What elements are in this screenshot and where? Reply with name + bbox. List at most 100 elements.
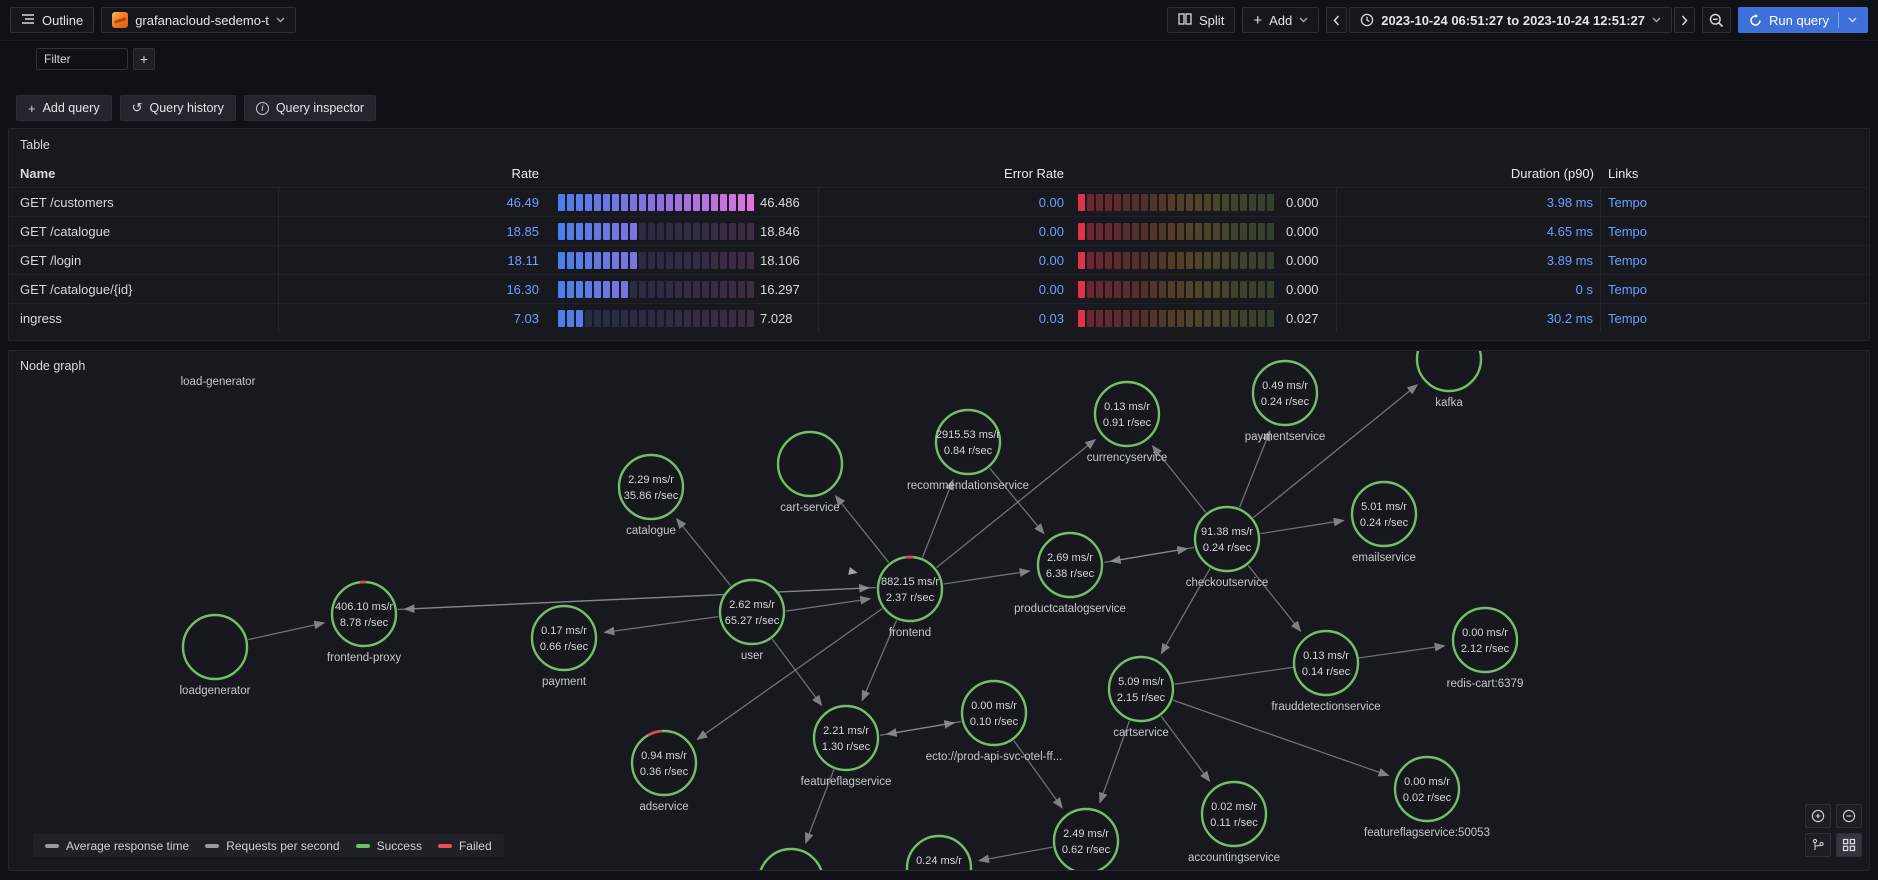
lcd-gauge xyxy=(1078,309,1274,327)
plus-icon: + xyxy=(28,100,36,116)
query-inspector-button[interactable]: i Query inspector xyxy=(243,95,377,121)
zoom-out-time-button[interactable] xyxy=(1702,7,1732,33)
graph-node-n249[interactable]: 2.49 ms/r0.62 r/sec xyxy=(1052,807,1120,870)
error-rate-value: 0.00 xyxy=(1038,281,1064,297)
node-stat-rate: 0.91 r/sec xyxy=(1103,417,1152,429)
node-label: frontend-proxy xyxy=(327,652,401,664)
col-header-error[interactable]: Error Rate xyxy=(1004,165,1064,181)
graph-node-cart-service[interactable]: cart-service xyxy=(776,430,844,514)
filter-input[interactable]: Filter xyxy=(36,48,128,70)
graph-node-recommendationservice[interactable]: 2915.53 ms/r0.84 r/secrecommendationserv… xyxy=(907,408,1029,492)
links-cell: Tempo xyxy=(1601,311,1869,326)
add-button[interactable]: + Add xyxy=(1242,7,1320,33)
graph-node-kafka[interactable]: kafka xyxy=(1415,351,1483,409)
outline-button[interactable]: Outline xyxy=(10,7,95,33)
add-filter-button[interactable]: + xyxy=(133,48,155,70)
sync-icon xyxy=(1750,13,1761,26)
node-graph-panel-title[interactable]: Node graph xyxy=(20,359,86,373)
failed-arc xyxy=(647,729,662,737)
time-range-group: 2023-10-24 06:51:27 to 2023-10-24 12:51:… xyxy=(1326,7,1696,33)
graph-node-loadgenerator[interactable]: loadgenerator xyxy=(180,613,251,697)
node-label: featureflagservice:50053 xyxy=(1364,827,1490,839)
rate-gauge xyxy=(546,193,754,211)
lcd-gauge xyxy=(558,251,754,269)
col-header-name[interactable]: Name xyxy=(20,165,56,181)
add-query-label: Add query xyxy=(42,101,100,115)
chevron-down-icon xyxy=(1848,17,1857,23)
top-toolbar: Outline grafanacloud-sedemo-t Split + Ad… xyxy=(0,0,1878,41)
legend-item: Success xyxy=(355,839,422,853)
node-label: featureflagservice xyxy=(801,776,892,788)
split-button[interactable]: Split xyxy=(1167,7,1236,33)
node-label: redis-cart:6379 xyxy=(1447,678,1524,690)
node-stat-response: 2.21 ms/r xyxy=(823,725,869,737)
tempo-link[interactable]: Tempo xyxy=(1608,281,1648,297)
time-forward-button[interactable] xyxy=(1674,7,1696,33)
edge-user-frontend xyxy=(786,595,872,612)
add-query-button[interactable]: + Add query xyxy=(16,95,112,121)
history-icon: ↺ xyxy=(131,100,143,115)
legend-label: Failed xyxy=(458,838,492,853)
links-cell: Tempo xyxy=(1601,253,1869,268)
graph-grid-button[interactable] xyxy=(1836,833,1862,857)
row-name: GET /login xyxy=(9,246,279,274)
graph-node-ecto://prod-api-svc-otel-ff...[interactable]: 0.00 ms/r0.10 r/sececto://prod-api-svc-o… xyxy=(926,679,1063,763)
graph-zoom-in-button[interactable] xyxy=(1805,804,1831,828)
duration-value: 3.89 ms xyxy=(1337,246,1601,274)
graph-node-featureflagservice:50053[interactable]: 0.00 ms/r0.02 r/secfeatureflagservice:50… xyxy=(1364,755,1490,839)
node-label-load-generator: load-generator xyxy=(181,376,256,388)
chevron-down-icon xyxy=(1299,17,1308,23)
graph-zoom-out-button[interactable] xyxy=(1836,804,1862,828)
graph-controls xyxy=(1805,804,1862,857)
datasource-picker[interactable]: grafanacloud-sedemo-t xyxy=(101,7,296,33)
query-history-button[interactable]: ↺ Query history xyxy=(119,95,236,121)
rate-gauge xyxy=(546,280,754,298)
tempo-link[interactable]: Tempo xyxy=(1608,252,1648,268)
time-range-picker[interactable]: 2023-10-24 06:51:27 to 2023-10-24 12:51:… xyxy=(1349,7,1673,33)
col-header-rate[interactable]: Rate xyxy=(511,165,539,181)
graph-node-partial[interactable] xyxy=(759,847,823,870)
duration-value: 0 s xyxy=(1337,275,1601,303)
edge-frontend-productcatalog xyxy=(943,568,1031,585)
table-panel: Table Name Rate Error Rate Duration (p90… xyxy=(8,128,1870,341)
col-header-duration[interactable]: Duration (p90) xyxy=(1510,165,1594,181)
tempo-link[interactable]: Tempo xyxy=(1608,310,1648,326)
col-header-links[interactable]: Links xyxy=(1608,165,1639,181)
node-stat-response: 0.00 ms/r xyxy=(1462,627,1508,639)
node-stat-rate: 6.38 r/sec xyxy=(1046,568,1095,580)
query-inspector-label: Query inspector xyxy=(275,101,365,115)
error-rate-value: 0.00 xyxy=(1038,223,1064,239)
tempo-link[interactable]: Tempo xyxy=(1608,194,1648,210)
chevron-down-icon xyxy=(276,17,285,23)
tempo-link[interactable]: Tempo xyxy=(1608,223,1648,239)
table-panel-title[interactable]: Table xyxy=(20,138,50,152)
node-label: productcatalogservice xyxy=(1014,603,1126,615)
run-query-button[interactable]: Run query xyxy=(1738,7,1868,33)
lcd-gauge xyxy=(1078,251,1274,269)
graph-layout-button[interactable] xyxy=(1805,833,1831,857)
button-divider xyxy=(1838,12,1839,28)
rate-value: 46.49 xyxy=(506,194,539,210)
graph-node-n024[interactable]: 0.24 ms/r xyxy=(905,834,973,870)
rate-gauge xyxy=(546,309,754,327)
time-back-button[interactable] xyxy=(1326,7,1348,33)
